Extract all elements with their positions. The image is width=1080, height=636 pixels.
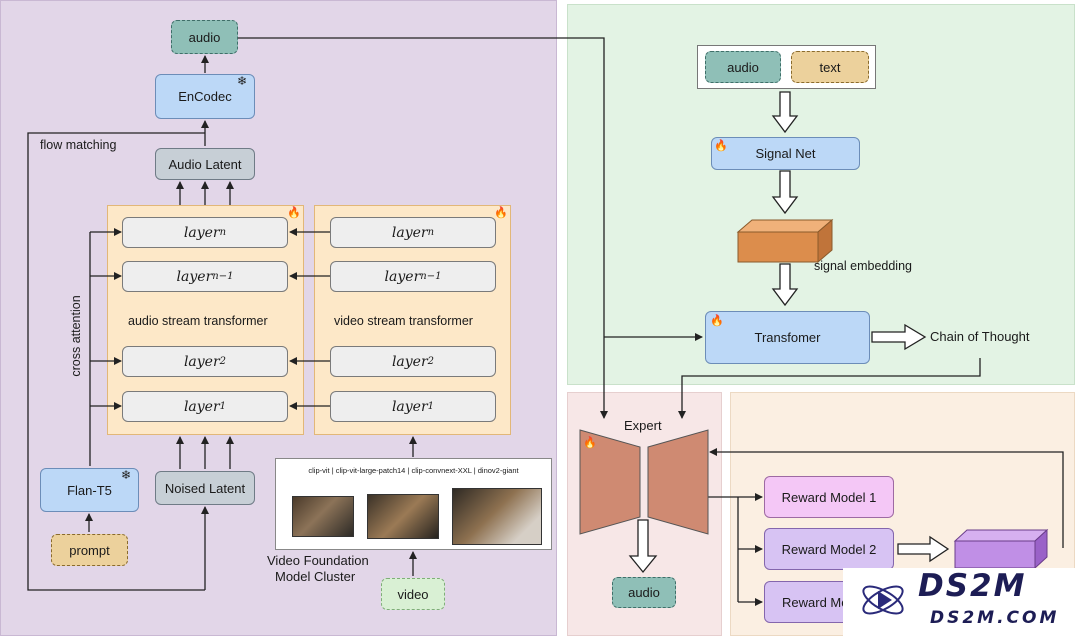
encoder-list: clip-vit | clip-vit-large-patch14 | clip… xyxy=(308,466,519,475)
encoder-cluster-box: clip-vit | clip-vit-large-patch14 | clip… xyxy=(275,458,552,550)
trainable-flame-icon: 🔥 xyxy=(287,207,301,219)
signal-embedding-label: signal embedding xyxy=(814,259,912,273)
trainable-flame-icon: 🔥 xyxy=(710,315,724,327)
trainable-flame-icon: 🔥 xyxy=(583,437,597,449)
video-input-node: video xyxy=(381,578,445,610)
trainable-flame-icon: 🔥 xyxy=(494,207,508,219)
flan-t5-node: Flan-T5 xyxy=(40,468,139,512)
watermark-url: DS2M.COM xyxy=(930,608,1060,628)
reward-model-2: Reward Model 2 xyxy=(764,528,894,570)
video-frame-thumbnail xyxy=(292,496,354,537)
frozen-snowflake-icon: ❄ xyxy=(121,468,132,482)
audio-expert-output-node: audio xyxy=(612,577,676,608)
noised-latent-node: Noised Latent xyxy=(155,471,255,505)
watermark-title: DS2M xyxy=(918,568,1027,604)
signal-net-node: Signal Net xyxy=(711,137,860,170)
flow-matching-label: flow matching xyxy=(40,138,117,152)
video-stream-label: video stream transformer xyxy=(334,314,473,328)
cluster-label-line2: Model Cluster xyxy=(275,569,356,584)
expert-label: Expert xyxy=(624,418,662,433)
chain-of-thought-label: Chain of Thought xyxy=(930,329,1030,344)
reward-model-1: Reward Model 1 xyxy=(764,476,894,518)
audio-latent-node: Audio Latent xyxy=(155,148,255,180)
frozen-snowflake-icon: ❄ xyxy=(237,74,248,88)
audio-stream-label: audio stream transformer xyxy=(128,314,268,328)
trainable-flame-icon: 🔥 xyxy=(714,140,728,152)
text-input-node: text xyxy=(791,51,869,83)
expert-right-trapezoid xyxy=(647,429,709,535)
expert-left-trapezoid xyxy=(579,429,641,535)
watermark-logo-icon xyxy=(862,585,904,615)
transformer-node: Transfomer xyxy=(705,311,870,364)
cross-attention-label: cross attention xyxy=(69,295,83,377)
audio-input-node: audio xyxy=(705,51,781,83)
audio-output-node: audio xyxy=(171,20,238,54)
cluster-label-line1: Video Foundation xyxy=(267,553,369,568)
video-frame-thumbnail xyxy=(452,488,542,545)
prompt-node: prompt xyxy=(51,534,128,566)
encodec-node: EnCodec xyxy=(155,74,255,119)
video-frame-thumbnail xyxy=(367,494,439,539)
